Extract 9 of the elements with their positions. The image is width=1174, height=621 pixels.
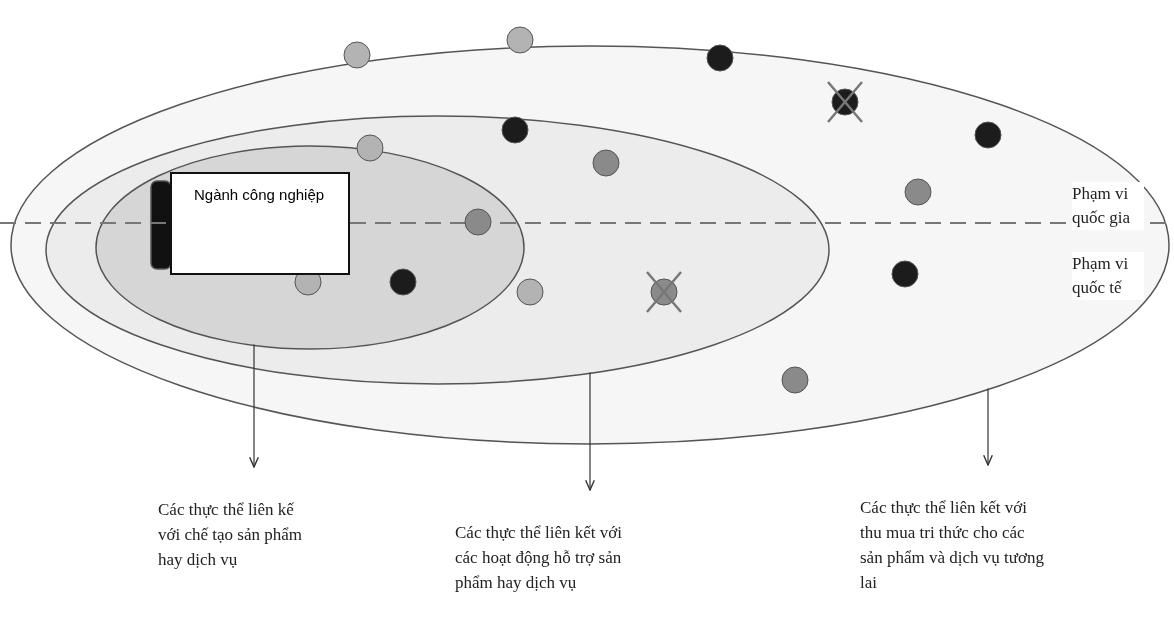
scope-label: Phạm vi quốc gia bbox=[1072, 182, 1144, 230]
caption-text: Các thực thể liên kết với các hoạt động hỗ trợ sản phẩm hay dịch vụ bbox=[455, 520, 645, 600]
arrow bbox=[983, 387, 993, 466]
label-box: Ngành công nghiệp bbox=[170, 172, 350, 275]
scope-label: Phạm vi quốc tế bbox=[1072, 252, 1144, 300]
caption-text: Các thực thể liên kết với thu mua tri thức cho các sản phẩm và dịch vụ tương lai bbox=[860, 495, 1045, 605]
arrow bbox=[249, 343, 259, 468]
arrow bbox=[585, 371, 595, 491]
caption-text: Các thực thể liên kế với chế tạo sản phẩm hay dịch vụ bbox=[158, 497, 318, 577]
